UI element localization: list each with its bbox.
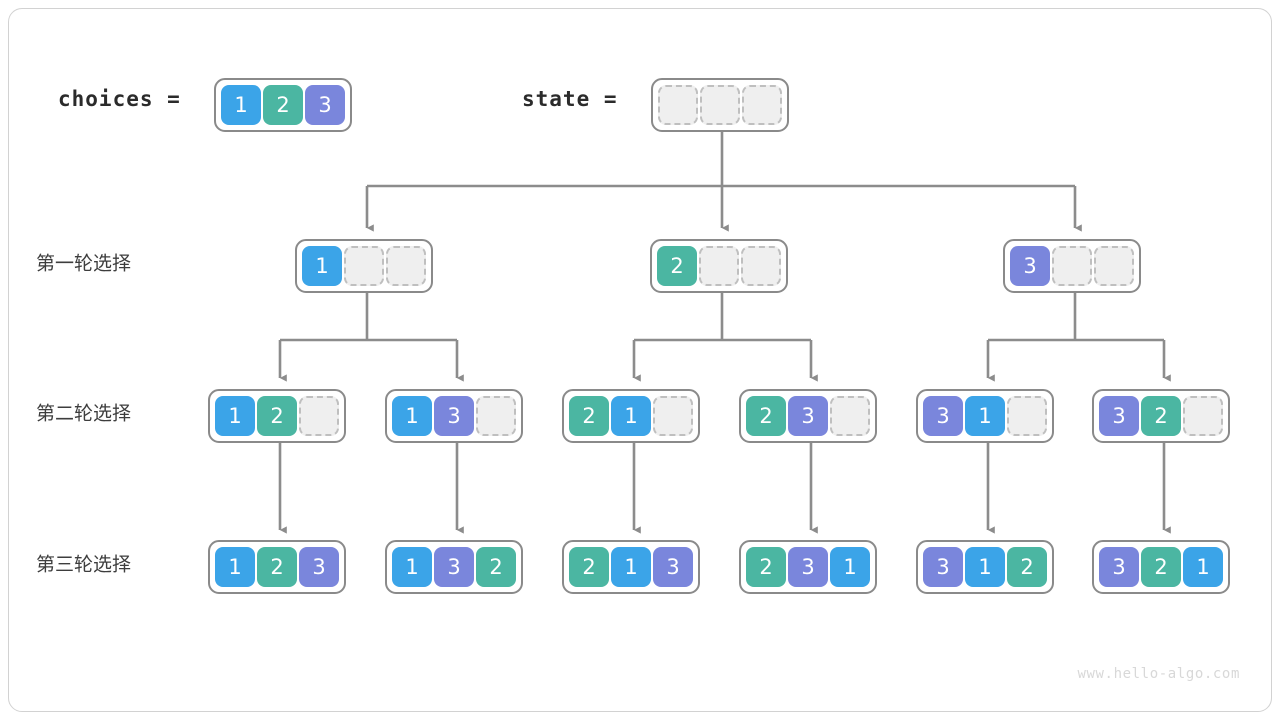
state-node-round-1-1-cell-2 [741,246,781,286]
row-label-round-3: 第三轮选择 [36,553,132,576]
state-node-round-3-2-cell-2: 3 [653,547,693,587]
state-node-round-3-0-cell-2: 3 [299,547,339,587]
state-node-round-2-3-cell-0: 2 [746,396,786,436]
state-node-round-2-1-cell-2 [476,396,516,436]
state-node-round-2-4-cell-1: 1 [965,396,1005,436]
choices-cell-0: 1 [221,85,261,125]
state-node-round-1-0-cell-2 [386,246,426,286]
state-node-round-2-2-cell-0: 2 [569,396,609,436]
state-node-round-3-2-cell-0: 2 [569,547,609,587]
state-node-round-1-2-cell-0: 3 [1010,246,1050,286]
choices-cell-1: 2 [263,85,303,125]
state-node-round-2-4-cell-0: 3 [923,396,963,436]
state-node-round-3-4-cell-1: 1 [965,547,1005,587]
state-node-round-3-1-cell-0: 1 [392,547,432,587]
row-label-round-1: 第一轮选择 [36,252,132,275]
state-node-round-1-0-cell-1 [344,246,384,286]
state-node-round-1-1-cell-0: 2 [657,246,697,286]
state-node-round-2-1-cell-0: 1 [392,396,432,436]
state-cell-2 [742,85,782,125]
state-node-round-3-3-cell-1: 3 [788,547,828,587]
site-watermark: www.hello-algo.com [1077,666,1240,682]
state-node-round-2-5-cell-1: 2 [1141,396,1181,436]
state-node-round-2-1-cell-1: 3 [434,396,474,436]
state-node-round-2-5-cell-2 [1183,396,1223,436]
state-node-round-3-1-cell-2: 2 [476,547,516,587]
state-node-round-2-4-cell-2 [1007,396,1047,436]
state-node-round-2-0-cell-2 [299,396,339,436]
state-node-round-3-1-cell-1: 3 [434,547,474,587]
state-array [651,78,789,132]
state-node-round-1-1-cell-1 [699,246,739,286]
state-node-round-3-4-cell-0: 3 [923,547,963,587]
state-node-round-3-2-cell-1: 1 [611,547,651,587]
state-node-round-3-5-cell-1: 2 [1141,547,1181,587]
choices-cell-2: 3 [305,85,345,125]
state-cell-1 [700,85,740,125]
state-node-round-3-3-cell-0: 2 [746,547,786,587]
state-node-round-3-4-cell-2: 2 [1007,547,1047,587]
state-node-round-1-2-cell-2 [1094,246,1134,286]
state-node-round-2-0-cell-1: 2 [257,396,297,436]
choices-label: choices = [58,87,181,111]
state-label: state = [522,87,618,111]
state-node-round-1-0-cell-0: 1 [302,246,342,286]
state-node-round-3-0-cell-1: 2 [257,547,297,587]
state-node-round-2-3-cell-2 [830,396,870,436]
state-node-round-3-5-cell-0: 3 [1099,547,1139,587]
state-node-round-1-2-cell-1 [1052,246,1092,286]
state-node-round-2-0-cell-0: 1 [215,396,255,436]
state-node-round-2-2-cell-1: 1 [611,396,651,436]
state-node-round-2-2-cell-2 [653,396,693,436]
state-node-round-2-5-cell-0: 3 [1099,396,1139,436]
card-frame [8,8,1272,712]
state-node-round-1-0: 1 [295,239,433,293]
state-node-round-2-3-cell-1: 3 [788,396,828,436]
row-label-round-2: 第二轮选择 [36,402,132,425]
state-node-round-3-5-cell-2: 1 [1183,547,1223,587]
state-node-round-1-1: 2 [650,239,788,293]
state-node-round-3-3-cell-2: 1 [830,547,870,587]
state-node-round-3-0-cell-0: 1 [215,547,255,587]
state-cell-0 [658,85,698,125]
state-node-round-1-2: 3 [1003,239,1141,293]
